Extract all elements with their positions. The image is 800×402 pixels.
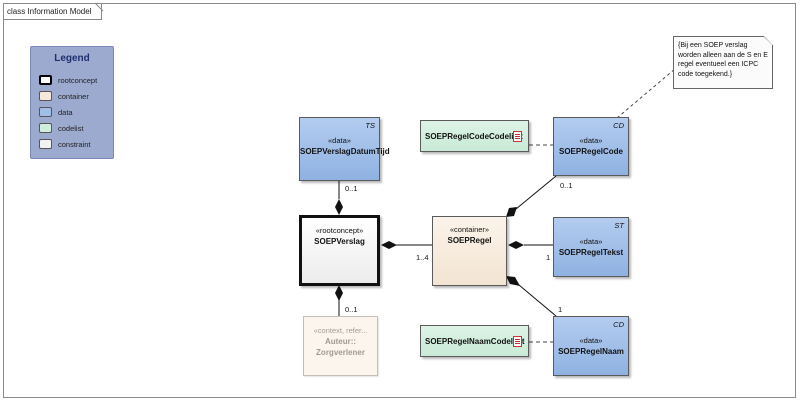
class-name: SOEPVerslag bbox=[314, 237, 365, 246]
constraint-note[interactable] bbox=[673, 36, 773, 89]
legend-label: constraint bbox=[58, 139, 91, 149]
class-soepregelnaamcodelijst[interactable]: SOEPRegelNaamCodelijst bbox=[420, 325, 529, 357]
multiplicity-label: 0..1 bbox=[345, 184, 358, 193]
type-tag: TS bbox=[365, 121, 375, 130]
class-name: SOEPRegelTekst bbox=[558, 248, 624, 257]
stereotype: «data» bbox=[579, 237, 603, 246]
class-name: SOEPRegelNaam bbox=[558, 347, 624, 356]
composition-diamond bbox=[335, 199, 343, 215]
type-tag: CD bbox=[613, 121, 624, 130]
legend: Legend rootconcept container data codeli… bbox=[30, 46, 114, 159]
type-tag: ST bbox=[614, 221, 624, 230]
edge-code-regel bbox=[515, 175, 557, 210]
legend-swatch-codelist bbox=[39, 123, 52, 133]
legend-label: rootconcept bbox=[58, 75, 98, 85]
legend-label: codelist bbox=[58, 123, 84, 133]
class-soepverslagdatumtijd[interactable]: TS «data» SOEPVerslagDatumTijd bbox=[299, 117, 390, 181]
stereotype: «container» bbox=[449, 225, 490, 234]
composition-diamond bbox=[335, 285, 343, 301]
stereotype: «data» bbox=[579, 136, 603, 145]
legend-item: codelist bbox=[39, 122, 83, 134]
class-name-package: Auteur:: bbox=[324, 337, 357, 346]
class-name: SOEPRegelCodeCodelijst bbox=[425, 132, 523, 141]
diagram-frame: class Information Model bbox=[3, 3, 796, 398]
document-icon bbox=[513, 336, 522, 347]
type-tag: CD bbox=[613, 320, 624, 329]
composition-diamond bbox=[381, 241, 397, 249]
stereotype: «rootconcept» bbox=[315, 226, 364, 235]
frame-tab-corner bbox=[94, 2, 104, 12]
legend-item: container bbox=[39, 90, 89, 102]
class-name: SOEPVerslagDatumTijd bbox=[300, 147, 390, 156]
legend-title: Legend bbox=[54, 53, 90, 64]
class-name: SOEPRegelNaamCodelijst bbox=[425, 337, 525, 346]
legend-swatch-constraint bbox=[39, 139, 52, 149]
multiplicity-label: 0..1 bbox=[345, 305, 358, 314]
class-soepregelnaam[interactable]: CD «data» SOEPRegelNaam bbox=[553, 316, 629, 376]
stereotype: «data» bbox=[579, 336, 603, 345]
composition-diamond bbox=[508, 241, 524, 249]
frame-title: class Information Model bbox=[4, 4, 103, 20]
legend-label: data bbox=[58, 107, 73, 117]
legend-item: rootconcept bbox=[39, 74, 97, 86]
multiplicity-label: 1 bbox=[546, 253, 551, 262]
legend-swatch-container bbox=[39, 91, 52, 101]
class-soepverslag[interactable]: «rootconcept» SOEPVerslag bbox=[299, 215, 380, 286]
multiplicity-label: 0..1 bbox=[560, 181, 573, 190]
legend-label: container bbox=[58, 91, 89, 101]
note-text: {Bij een SOEP verslag worden alleen aan … bbox=[678, 42, 768, 78]
legend-swatch-data bbox=[39, 107, 52, 117]
class-name: SOEPRegel bbox=[447, 236, 492, 245]
legend-swatch-rootconcept bbox=[39, 75, 52, 85]
multiplicity-label: 1..4 bbox=[416, 253, 429, 262]
class-zorgverlener[interactable]: «context, refer... Auteur:: Zorgverlener bbox=[303, 316, 378, 376]
class-soepregeltekst[interactable]: ST «data» SOEPRegelTekst bbox=[553, 217, 629, 277]
document-icon bbox=[513, 131, 522, 142]
composition-diamond bbox=[506, 207, 517, 217]
class-soepregel[interactable]: «container» SOEPRegel bbox=[432, 216, 507, 286]
class-soepregelcode[interactable]: CD «data» SOEPRegelCode bbox=[553, 117, 629, 176]
class-name: Zorgverlener bbox=[316, 348, 365, 357]
stereotype: «context, refer... bbox=[313, 326, 368, 335]
edge-naam-regel bbox=[518, 284, 557, 317]
class-soepregelcodecodelijst[interactable]: SOEPRegelCodeCodelijst bbox=[420, 120, 529, 152]
legend-item: constraint bbox=[39, 138, 91, 150]
legend-item: data bbox=[39, 106, 73, 118]
edge-note-code bbox=[616, 67, 677, 119]
composition-diamond bbox=[506, 276, 520, 286]
class-name: SOEPRegelCode bbox=[558, 147, 623, 156]
stereotype: «data» bbox=[328, 136, 351, 145]
multiplicity-label: 1 bbox=[558, 305, 563, 314]
